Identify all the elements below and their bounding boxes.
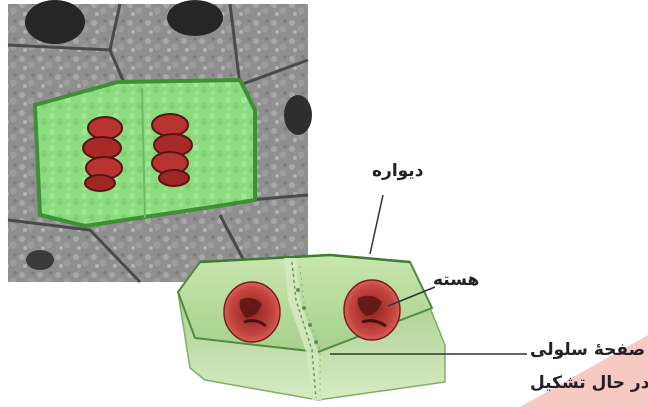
nucleus-right	[344, 280, 400, 340]
cell-model-3d	[178, 255, 445, 400]
neighbor-nucleus	[25, 0, 85, 44]
micrograph	[8, 0, 312, 282]
leader-line-wall	[370, 195, 383, 254]
label-cell-plate-line1: صفحهٔ سلولی	[530, 340, 645, 360]
neighbor-nucleus	[284, 95, 312, 135]
neighbor-nucleus	[26, 250, 54, 270]
label-nucleus: هسته	[433, 270, 479, 290]
label-cell-plate-line2: در حال تشکیل	[530, 373, 648, 393]
label-wall: دیواره	[372, 161, 423, 181]
neighbor-nucleus	[167, 0, 223, 36]
nucleus-left	[224, 282, 280, 342]
